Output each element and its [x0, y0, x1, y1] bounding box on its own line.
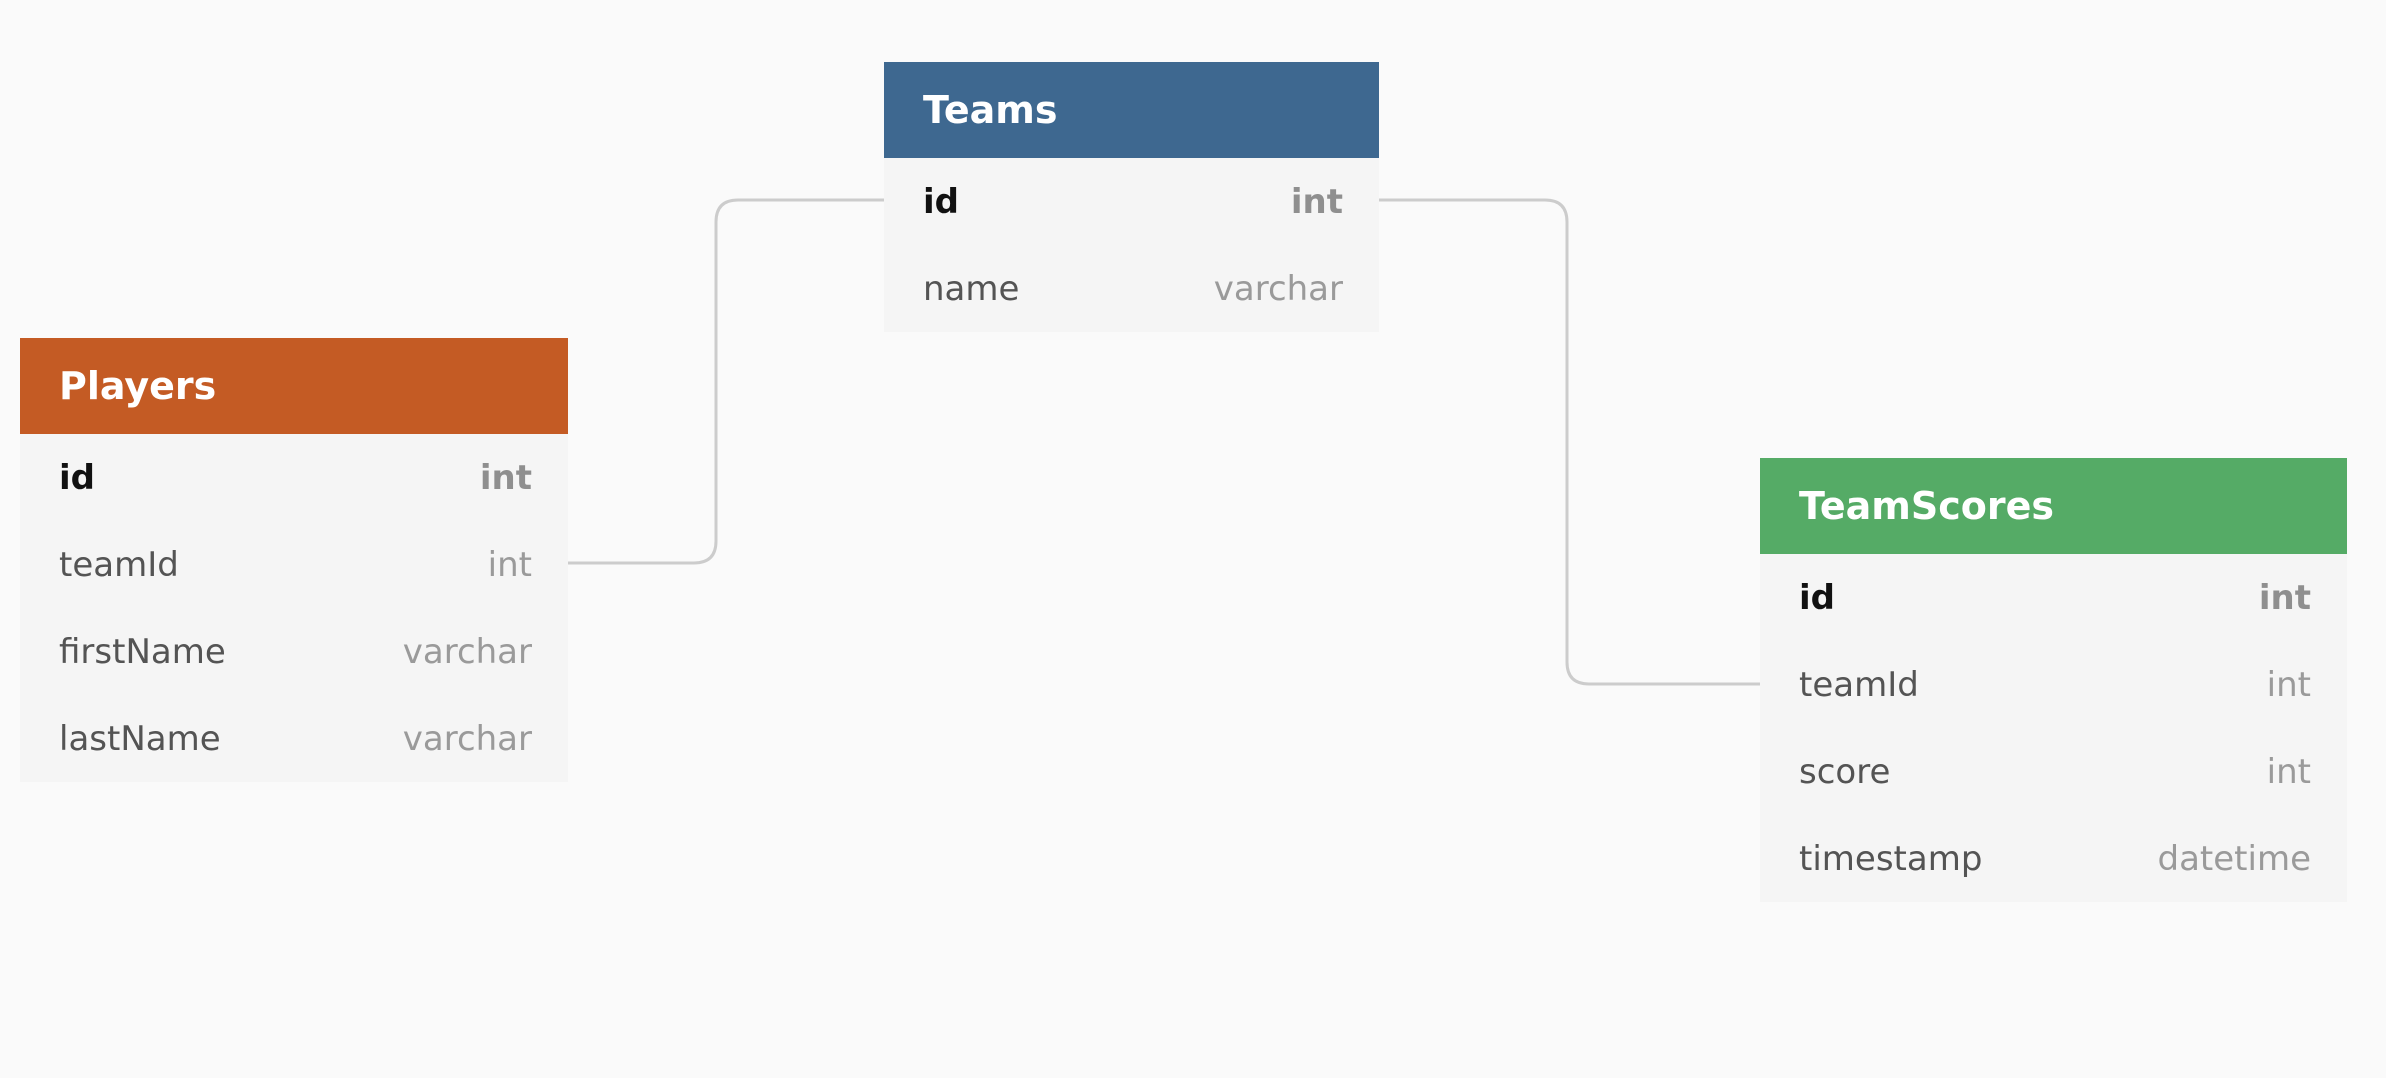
- field-name: id: [923, 181, 959, 222]
- field-row-teams-id[interactable]: id int: [884, 158, 1379, 245]
- field-row-players-teamid[interactable]: teamId int: [20, 521, 568, 608]
- field-name: teamId: [1799, 664, 1919, 705]
- table-teams[interactable]: Teams id int name varchar: [884, 62, 1379, 332]
- field-name: firstName: [59, 631, 226, 672]
- field-type: int: [487, 544, 532, 585]
- field-row-teams-name[interactable]: name varchar: [884, 245, 1379, 332]
- field-row-teamscores-score[interactable]: score int: [1760, 728, 2347, 815]
- table-header-players[interactable]: Players: [20, 338, 568, 434]
- table-title-teamscores: TeamScores: [1799, 484, 2055, 528]
- field-name: id: [1799, 577, 1835, 618]
- field-type: int: [2266, 664, 2311, 705]
- field-row-teamscores-timestamp[interactable]: timestamp datetime: [1760, 815, 2347, 902]
- field-name: timestamp: [1799, 838, 1983, 879]
- field-name: name: [923, 268, 1020, 309]
- field-type: int: [479, 457, 532, 498]
- table-teamscores[interactable]: TeamScores id int teamId int score int t…: [1760, 458, 2347, 902]
- connector-players-teamid-to-teams-id[interactable]: [568, 198, 884, 565]
- field-row-players-id[interactable]: id int: [20, 434, 568, 521]
- table-players[interactable]: Players id int teamId int firstName varc…: [20, 338, 568, 782]
- connector-teamscores-teamid-to-teams-id[interactable]: [1379, 198, 1760, 686]
- field-type: varchar: [1213, 268, 1343, 309]
- field-row-players-lastname[interactable]: lastName varchar: [20, 695, 568, 782]
- field-row-teamscores-id[interactable]: id int: [1760, 554, 2347, 641]
- field-type: datetime: [2157, 838, 2311, 879]
- field-type: int: [2258, 577, 2311, 618]
- field-row-players-firstname[interactable]: firstName varchar: [20, 608, 568, 695]
- field-name: lastName: [59, 718, 221, 759]
- table-header-teamscores[interactable]: TeamScores: [1760, 458, 2347, 554]
- field-type: int: [2266, 751, 2311, 792]
- table-title-teams: Teams: [923, 88, 1058, 132]
- table-header-teams[interactable]: Teams: [884, 62, 1379, 158]
- field-type: varchar: [402, 718, 532, 759]
- field-name: id: [59, 457, 95, 498]
- field-name: score: [1799, 751, 1891, 792]
- field-type: int: [1290, 181, 1343, 222]
- field-name: teamId: [59, 544, 179, 585]
- field-row-teamscores-teamid[interactable]: teamId int: [1760, 641, 2347, 728]
- field-type: varchar: [402, 631, 532, 672]
- table-title-players: Players: [59, 364, 217, 408]
